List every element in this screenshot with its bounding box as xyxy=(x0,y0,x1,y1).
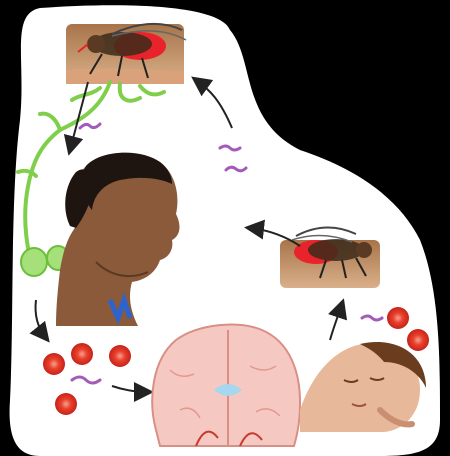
brain-section-icon xyxy=(152,325,300,446)
